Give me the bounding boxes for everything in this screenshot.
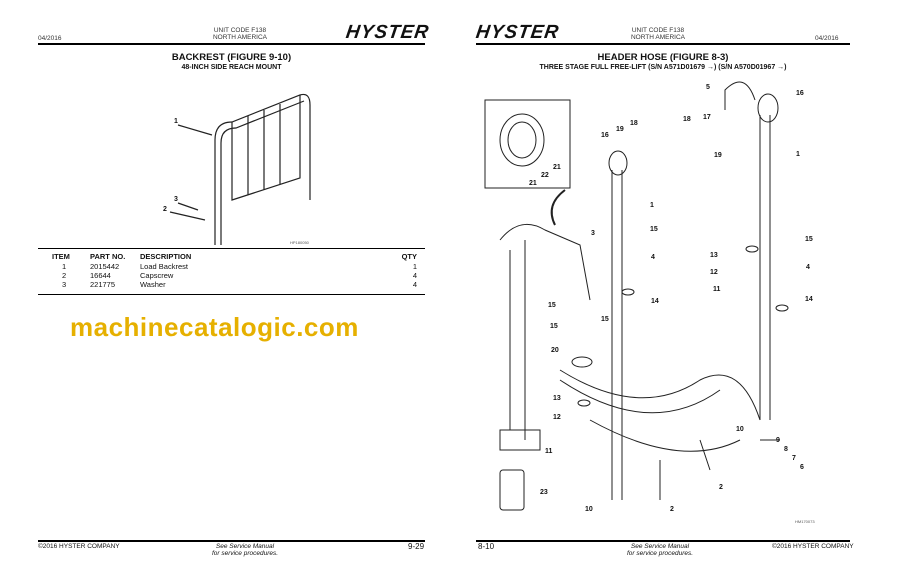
note-line: for service procedures. [626, 550, 694, 557]
note-line: See Service Manual [630, 543, 690, 550]
callout: 13 [710, 252, 718, 259]
callout: 4 [806, 264, 810, 271]
footer-rule [38, 540, 425, 542]
item: 2 [62, 271, 67, 280]
qty: 1 [412, 262, 417, 271]
callout: 16 [601, 132, 609, 139]
callout: 17 [703, 114, 711, 121]
description: Load Backrest [140, 262, 188, 271]
description: Washer [140, 280, 166, 289]
callout-1: 1 [174, 118, 178, 125]
item: 3 [62, 280, 67, 289]
col-item: ITEM [52, 252, 70, 261]
qty: 4 [412, 271, 417, 280]
unit-code: UNIT CODE F138 [213, 27, 267, 34]
right-page-title: HEADER HOSE (FIGURE 8-3) [597, 52, 729, 63]
callout: 16 [796, 90, 804, 97]
callout-2: 2 [163, 206, 167, 213]
qty: 4 [412, 280, 417, 289]
callout: 15 [548, 302, 556, 309]
header-rule [476, 43, 850, 45]
callout: 13 [553, 395, 561, 402]
callout: 12 [710, 269, 718, 276]
callout: 1 [650, 202, 654, 209]
header-rule [38, 43, 425, 45]
callout: 23 [540, 489, 548, 496]
right-page-number: 8-10 [478, 542, 495, 551]
left-page-subtitle: 48-INCH SIDE REACH MOUNT [181, 64, 282, 71]
callout: 22 [541, 172, 549, 179]
callout: 15 [550, 323, 558, 330]
callout-3: 3 [174, 196, 178, 203]
watermark: machinecatalogic.com [70, 312, 359, 342]
note-line: for service procedures. [211, 550, 279, 557]
callout: 6 [800, 464, 804, 471]
callout: 8 [784, 446, 788, 453]
callout: 10 [736, 426, 744, 433]
region: NORTH AMERICA [212, 34, 268, 41]
callout: 15 [650, 226, 658, 233]
right-copyright: ©2016 HYSTER COMPANY [772, 543, 854, 550]
callout: 20 [551, 347, 559, 354]
left-copyright: ©2016 HYSTER COMPANY [38, 543, 120, 550]
callout: 12 [553, 414, 561, 421]
right-page-subtitle: THREE STAGE FULL FREE-LIFT (S/N A571D016… [539, 64, 787, 71]
parts-table: ITEM PART NO. DESCRIPTION QTY 1 2015442 Lo… [52, 251, 417, 289]
region: NORTH AMERICA [630, 34, 686, 41]
callout: 10 [585, 506, 593, 513]
callout: 15 [601, 316, 609, 323]
callout: 7 [792, 455, 796, 462]
callout: 19 [714, 152, 722, 159]
col-part: PART NO. [90, 252, 126, 261]
callout: 9 [776, 437, 780, 444]
callout: 14 [651, 298, 659, 305]
part-no: 16644 [90, 271, 111, 280]
unit-code: UNIT CODE F138 [631, 27, 685, 34]
callout: 4 [651, 254, 655, 261]
part-no: 2015442 [90, 262, 120, 271]
figure-code: HP180050 [290, 240, 309, 245]
callout: 19 [616, 126, 624, 133]
callout: 18 [683, 116, 691, 123]
table-row: 1 2015442 Load Backrest 1 [52, 262, 417, 271]
table-row: 3 221775 Washer 4 [52, 280, 417, 289]
figure-code: HM170073 [795, 519, 815, 524]
note-line: See Service Manual [215, 543, 275, 550]
item: 1 [62, 262, 67, 271]
col-description: DESCRIPTION [140, 252, 192, 261]
left-page-title: BACKREST (FIGURE 9-10) [171, 52, 292, 63]
callout: 2 [670, 506, 674, 513]
callout: 15 [805, 236, 813, 243]
callout: 21 [529, 180, 537, 187]
callout: 11 [545, 448, 553, 455]
callout: 14 [805, 296, 813, 303]
left-page-number: 9-29 [408, 542, 425, 551]
part-no: 221775 [90, 280, 116, 289]
left-date: 04/2016 [38, 35, 62, 42]
table-bottom-rule [38, 294, 425, 295]
callout: 18 [630, 120, 638, 127]
callout: 21 [553, 164, 561, 171]
footer-rule [476, 540, 850, 542]
callout: 5 [706, 84, 710, 91]
callout: 3 [591, 230, 595, 237]
table-rule [38, 248, 425, 249]
callout: 1 [796, 151, 800, 158]
table-row: 2 16644 Capscrew 4 [52, 271, 417, 280]
table-header: ITEM PART NO. DESCRIPTION QTY [52, 251, 417, 262]
callout: 11 [713, 286, 721, 293]
col-qty: QTY [401, 252, 417, 261]
description: Capscrew [140, 271, 174, 280]
callout: 2 [719, 484, 723, 491]
right-date: 04/2016 [815, 35, 839, 42]
